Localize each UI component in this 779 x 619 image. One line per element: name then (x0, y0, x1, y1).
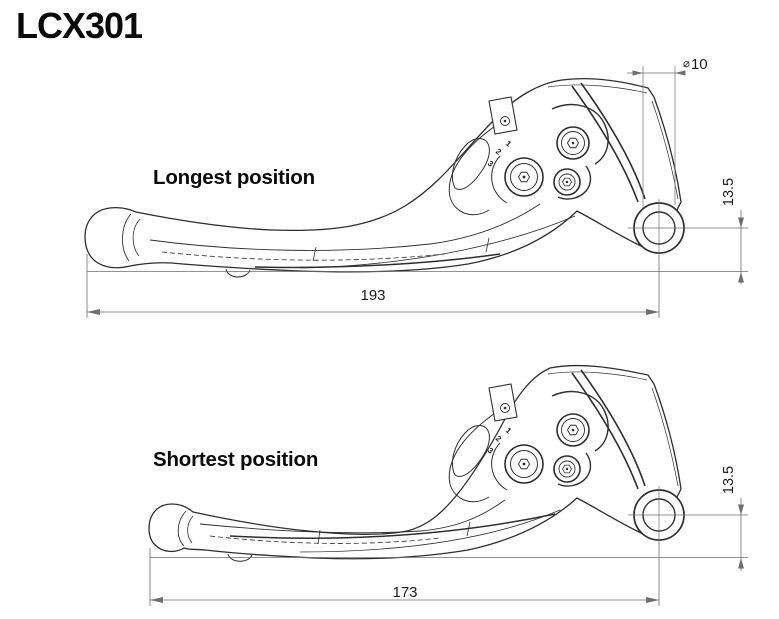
diameter-symbol: ⌀ (683, 58, 690, 70)
lever-silhouette-longest (84, 78, 682, 273)
diameter-value: 10 (690, 56, 708, 73)
dim-hole-diameter: ⌀10 (683, 56, 708, 73)
dim-length-shortest: 173 (392, 584, 418, 601)
blade-detail-lines-shortest (177, 499, 561, 562)
part-number-title: LCX301 (16, 5, 143, 46)
dim-length-longest: 193 (360, 287, 386, 304)
bottom-lever-drawing (148, 364, 749, 562)
arrowheads-bottom (150, 504, 744, 603)
dim-pivot-height-top: 13.5 (721, 177, 737, 207)
arrowheads-top (87, 70, 744, 315)
dim-pivot-height-bottom: 13.5 (721, 465, 737, 495)
top-lever-drawing (84, 78, 749, 278)
dimensions-top (86, 66, 748, 318)
blade-detail-lines-longest (122, 203, 576, 278)
label-longest-position: Longest position (153, 166, 315, 189)
label-shortest-position: Shortest position (153, 448, 319, 471)
dimensions-bottom (149, 498, 748, 606)
lever-silhouette-shortest (148, 364, 682, 560)
